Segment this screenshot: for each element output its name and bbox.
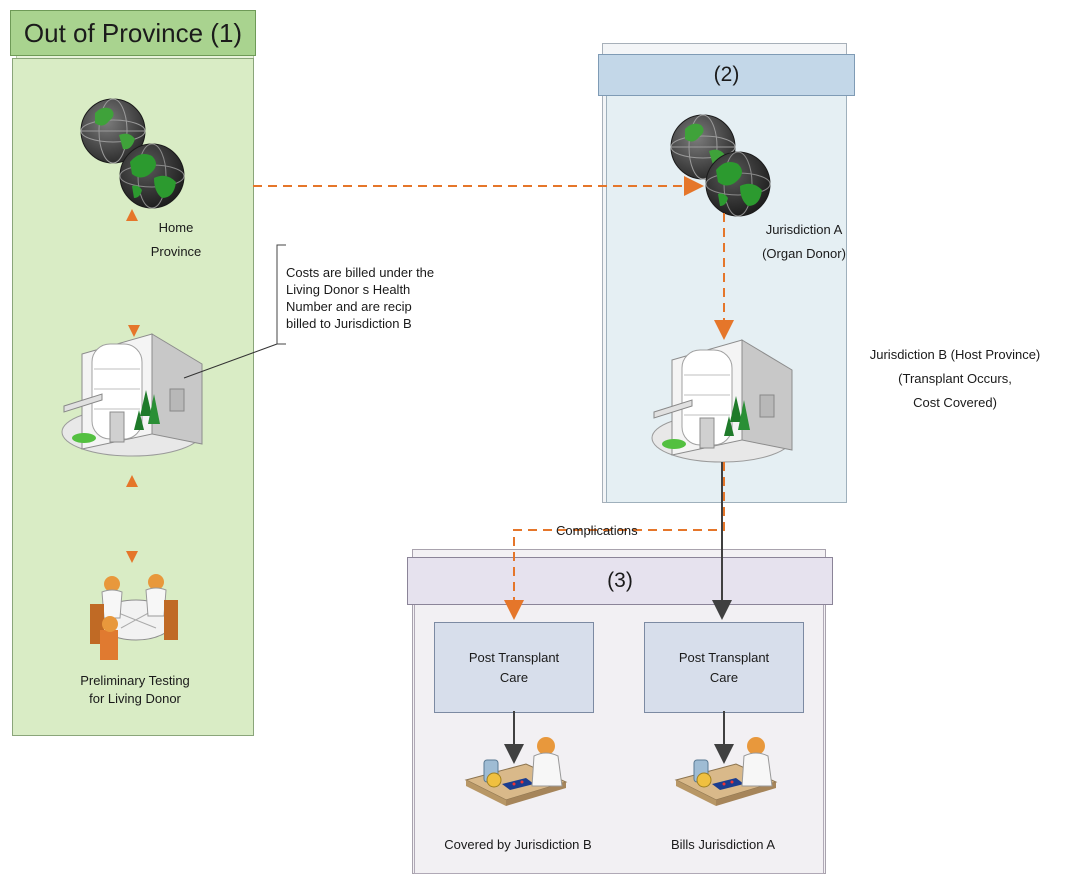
billing-note: Costs are billed under the Living Donor … xyxy=(286,265,435,331)
post-transplant-care-left: Post Transplant Care xyxy=(434,622,594,713)
meeting-icon xyxy=(89,573,179,661)
marker-triangle-icon xyxy=(126,209,138,221)
post-transplant-care-left-label: Post Transplant Care xyxy=(468,649,560,685)
preliminary-testing-label: Preliminary Testing for Living Donor xyxy=(80,673,190,706)
accountant-icon xyxy=(675,736,777,807)
home-province-label: Home Province xyxy=(150,220,202,259)
marker-triangle-icon xyxy=(128,325,140,337)
complications-arrow xyxy=(504,462,725,620)
marker-triangle-icon xyxy=(126,475,138,487)
callout-line xyxy=(183,343,278,379)
hospital-icon xyxy=(651,339,793,463)
bills-jurisdiction-label: Bills Jurisdiction A xyxy=(670,837,776,852)
accountant-icon xyxy=(465,736,567,807)
jurisdiction-a-label: Jurisdiction A (Organ Donor) xyxy=(762,222,846,261)
covered-by-label: Covered by Jurisdiction B xyxy=(444,837,592,852)
post-transplant-panel-title: (3) xyxy=(407,557,833,605)
globe-icon xyxy=(705,151,771,217)
jurisdiction-panel-title: (2) xyxy=(598,54,855,96)
globe-icon xyxy=(119,143,185,209)
callout-bracket xyxy=(276,244,286,345)
marker-triangle-icon xyxy=(126,551,138,563)
hospital-icon xyxy=(61,333,203,457)
jurisdiction-b-label: Jurisdiction B (Host Province) (Transpla… xyxy=(869,347,1041,410)
post-transplant-care-right: Post Transplant Care xyxy=(644,622,804,713)
post-transplant-care-right-label: Post Transplant Care xyxy=(678,649,770,685)
out-of-province-title: Out of Province (1) xyxy=(10,10,256,56)
complications-label: Complications xyxy=(556,523,638,538)
